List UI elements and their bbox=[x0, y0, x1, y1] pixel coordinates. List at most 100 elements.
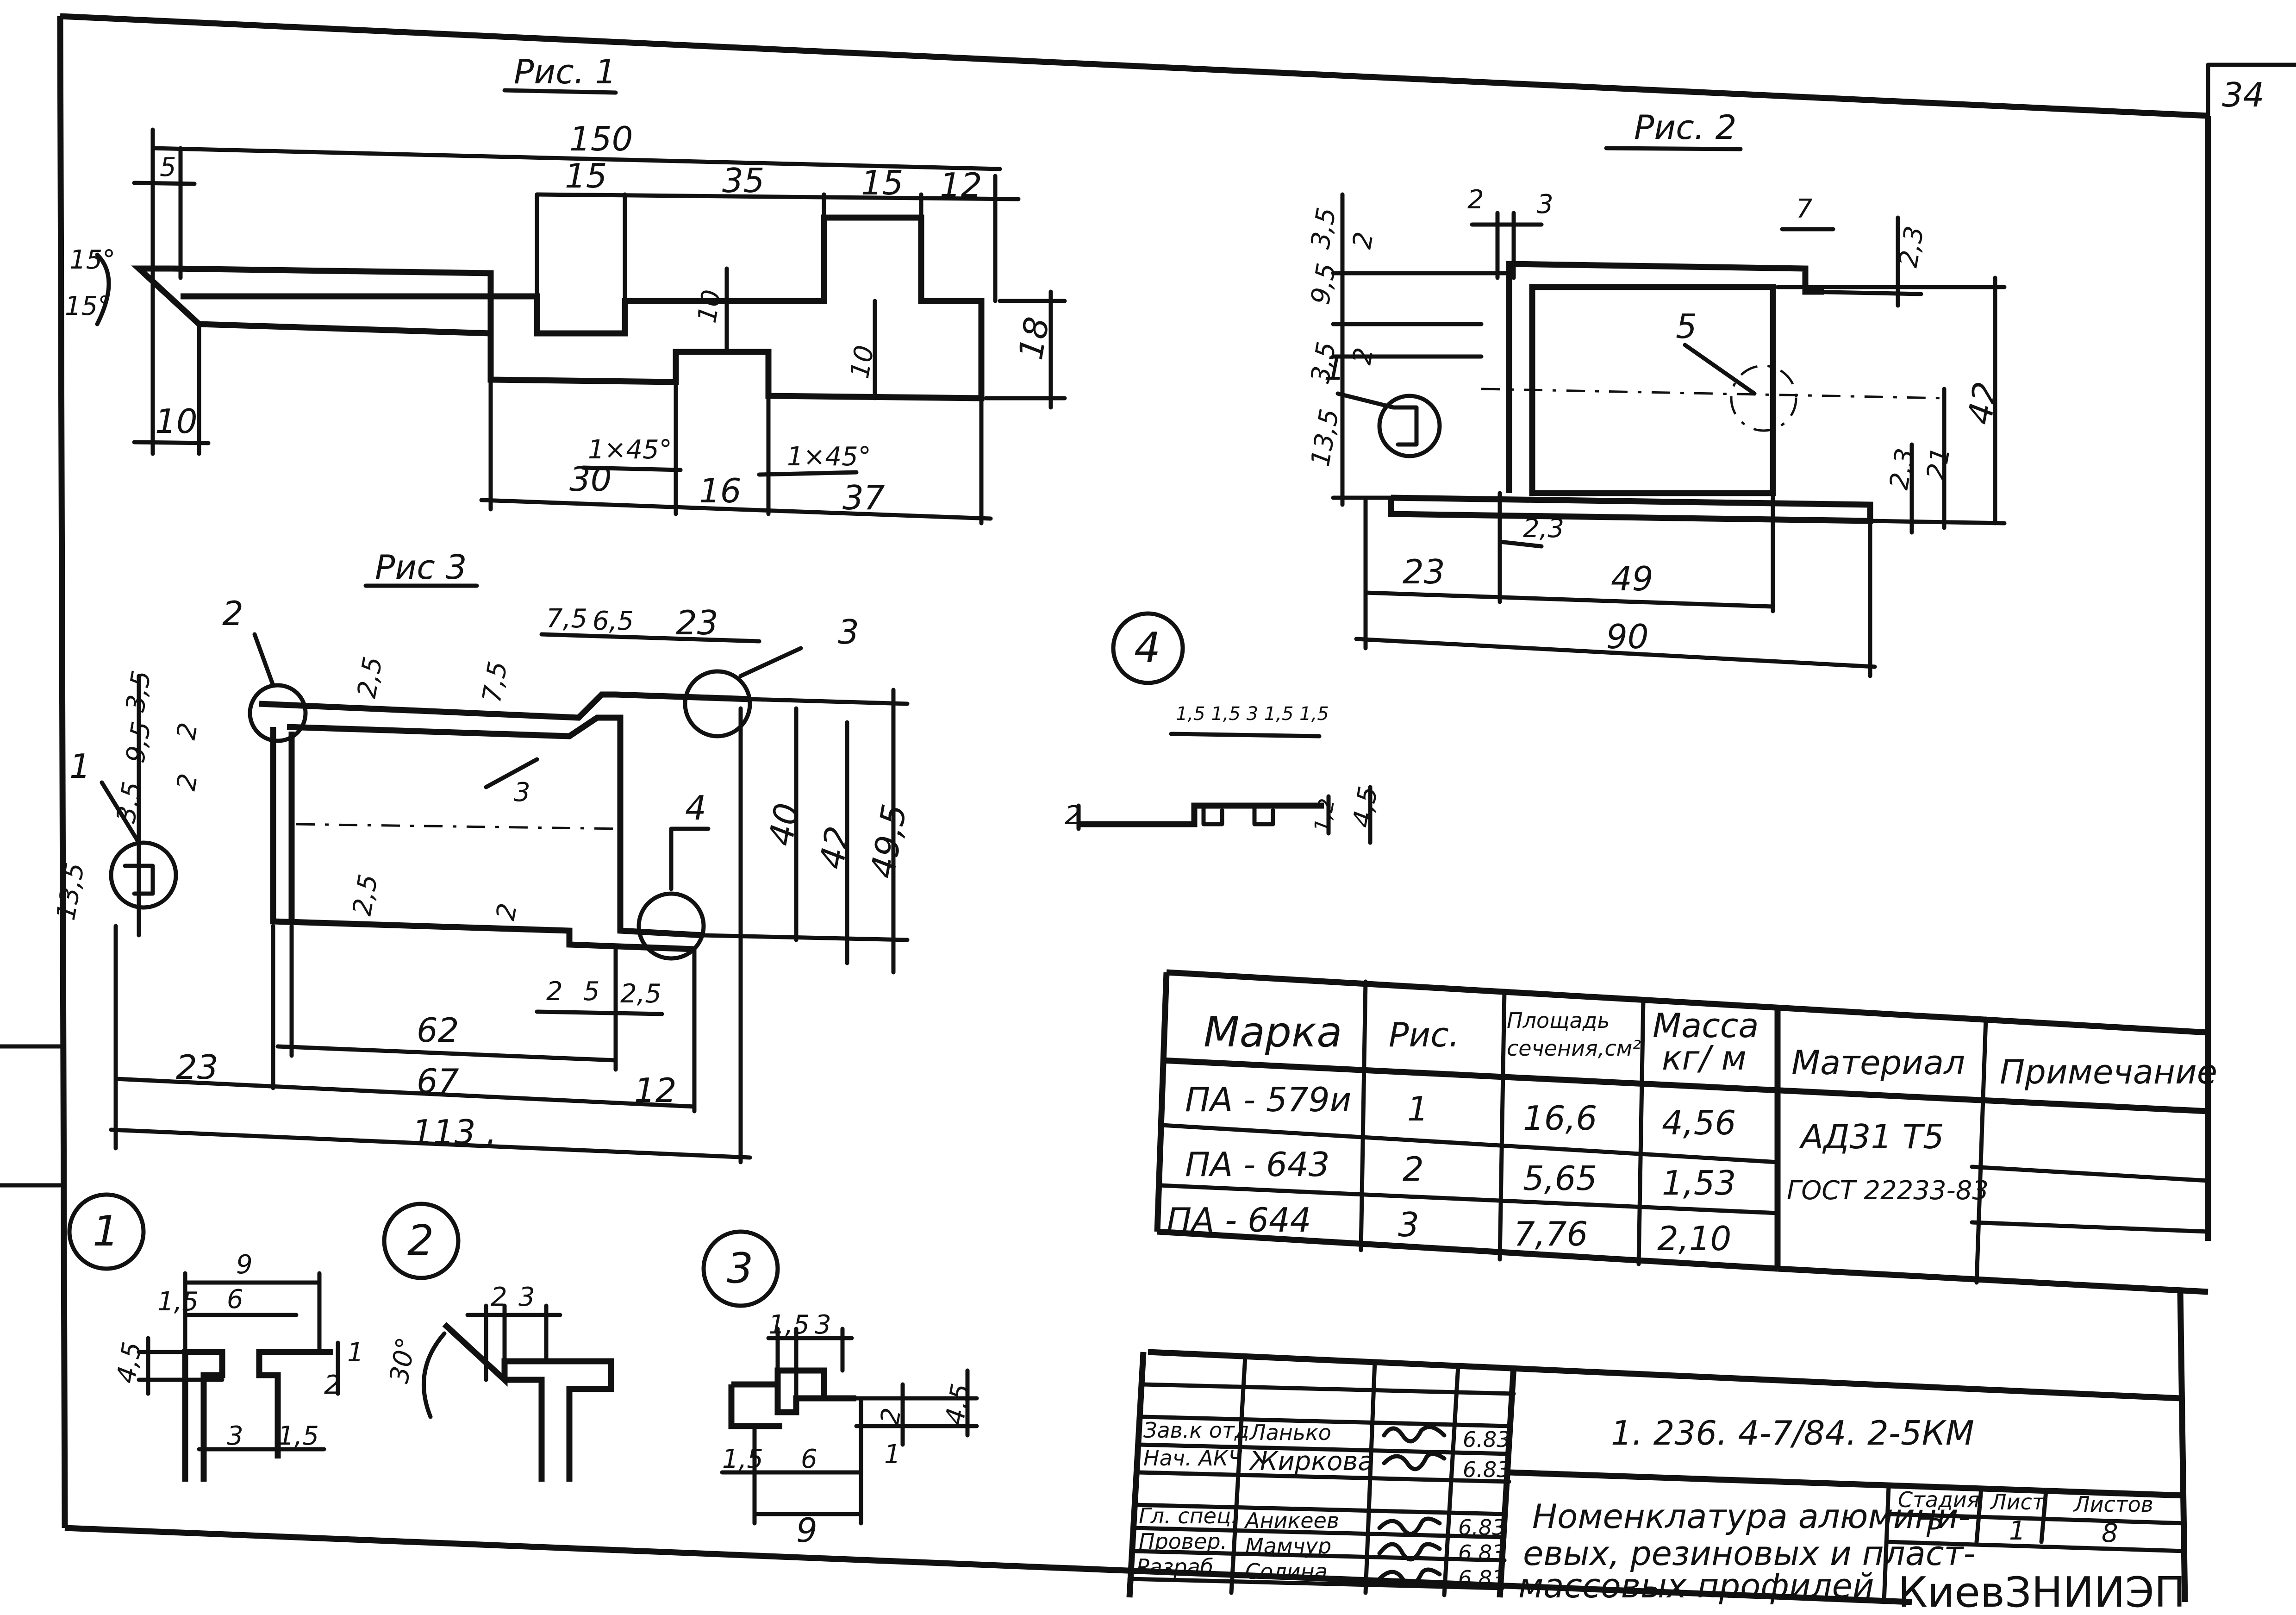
detail-1-d2: 2 bbox=[324, 1370, 341, 1400]
sig-1-role: Зав.к отд bbox=[1143, 1418, 1249, 1443]
sheets-value: 8 bbox=[2102, 1518, 2118, 1548]
fig2-r23b: 2,3 bbox=[1884, 446, 1921, 492]
signature-scribbles bbox=[1377, 1425, 1447, 1587]
detail-4-d45: 4,5 bbox=[1347, 784, 1384, 830]
sheet-label: Лист bbox=[1990, 1490, 2045, 1515]
title-line-1: Номенклатура алюмини- bbox=[1532, 1497, 1970, 1536]
detail-4: 4 1,5 1,5 3 1,5 1,5 2 1,2 4,5 bbox=[1065, 611, 1384, 845]
row-1-mark: ПА - 579и bbox=[1185, 1080, 1351, 1119]
fig3-r495: 49,5 bbox=[863, 801, 914, 881]
fig2-v95: 9,5 bbox=[1305, 261, 1342, 307]
signature-row: Провер. Мамчур 6.83 bbox=[1139, 1529, 1505, 1565]
fig3-t75a: 7,5 bbox=[546, 604, 587, 634]
sig-3-date: 6.83 bbox=[1458, 1515, 1505, 1540]
detail-2: 2 2 3 30° bbox=[382, 1202, 614, 1482]
callout-5: 5 bbox=[1676, 307, 1697, 346]
fig2-dim-2: 2 bbox=[1467, 185, 1484, 215]
dim-35: 35 bbox=[722, 161, 765, 200]
table-row: ПА - 579и 1 16,6 4,56 bbox=[1185, 1080, 1736, 1142]
detail-3-d45: 4,5 bbox=[940, 1381, 976, 1427]
fig3-t75b: 7,5 bbox=[477, 659, 513, 705]
table-header-note: Примечание bbox=[2000, 1052, 2217, 1091]
fig2-v35a: 3,5 bbox=[1305, 205, 1342, 251]
detail-2-label: 2 bbox=[407, 1216, 434, 1265]
detail-1: 1 9 1,5 6 4,5 2 1 3 1,5 bbox=[67, 1192, 364, 1482]
fig3-b25: 2,5 bbox=[347, 872, 384, 918]
fig3-r40: 40 bbox=[761, 800, 807, 849]
detail-3-d9: 9 bbox=[796, 1511, 817, 1550]
fig3-b62: 62 bbox=[417, 1011, 459, 1050]
detail-1-d9: 9 bbox=[236, 1250, 253, 1280]
sig-3-role: Гл. спец. bbox=[1139, 1503, 1238, 1528]
material-line-2: ГОСТ 22233-83 bbox=[1787, 1176, 1989, 1206]
chamfer-1: 1×45° bbox=[588, 435, 672, 465]
table-header-fig: Рис. bbox=[1389, 1015, 1460, 1054]
sig-4-name: Мамчур bbox=[1245, 1534, 1331, 1559]
detail-2-d2: 2 bbox=[491, 1282, 507, 1312]
detail-3-d15b: 1,5 bbox=[722, 1444, 763, 1474]
detail-1-d45: 4,5 bbox=[111, 1340, 148, 1385]
sig-4-role: Провер. bbox=[1139, 1529, 1227, 1554]
fig3-t65: 6,5 bbox=[593, 606, 634, 636]
detail-1-d3: 3 bbox=[227, 1421, 243, 1451]
sig-2-name: Жиркова bbox=[1248, 1446, 1374, 1477]
fig3-l2b: 2 bbox=[171, 771, 204, 793]
detail-1-d6: 6 bbox=[227, 1284, 243, 1315]
dim-10a: 10 bbox=[155, 402, 198, 441]
table-row: ПА - 643 2 5,65 1,53 bbox=[1185, 1145, 1736, 1202]
sheets-label: Листов bbox=[2073, 1492, 2153, 1517]
fig3-b113: 113 . bbox=[412, 1113, 497, 1152]
dim-16: 16 bbox=[699, 471, 742, 510]
sheet-value: 1 bbox=[2009, 1516, 2026, 1546]
material-line-1: АД31 Т5 bbox=[1799, 1117, 1944, 1156]
title-line-3: массовых профилей bbox=[1518, 1566, 1874, 1605]
fig2-dim-3: 3 bbox=[1537, 189, 1554, 219]
dim-10c: 10 bbox=[845, 343, 880, 381]
sig-1-date: 6.83 bbox=[1463, 1427, 1510, 1452]
fig3-b2: 2 bbox=[491, 901, 523, 922]
detail-2-d3: 3 bbox=[518, 1282, 535, 1312]
detail-1-label: 1 bbox=[93, 1207, 119, 1256]
dim-150: 150 bbox=[569, 119, 633, 158]
organization: КиевЗНИИЭП bbox=[1898, 1568, 2185, 1615]
dim-15b: 15 bbox=[861, 163, 904, 202]
detail-3-label: 3 bbox=[727, 1244, 753, 1293]
detail-4-top-dims: 1,5 1,5 3 1,5 1,5 bbox=[1176, 703, 1329, 725]
signature-row: Зав.к отд Ланько 6.83 bbox=[1143, 1418, 1510, 1452]
fig3-i5: 5 bbox=[583, 977, 600, 1007]
fig3-t3: 3 bbox=[514, 777, 530, 808]
fig2-b23: 23 bbox=[1403, 552, 1445, 591]
row-1-fig: 1 bbox=[1407, 1089, 1429, 1128]
row-3-mark: ПА - 644 bbox=[1167, 1201, 1311, 1239]
fig3-b12: 12 bbox=[634, 1071, 677, 1110]
figure-3: Рис 3 1 2 3 4 7,5 6,5 23 7,5 2,5 3 3,5 9… bbox=[51, 548, 914, 1164]
detail-2-angle: 30° bbox=[384, 1335, 422, 1385]
row-1-mass: 4,56 bbox=[1662, 1103, 1736, 1142]
detail-4-d2: 2 bbox=[1065, 801, 1081, 831]
signature-row: Гл. спец. Аникеев 6.83 bbox=[1139, 1503, 1505, 1540]
sig-3-name: Аникеев bbox=[1244, 1508, 1339, 1533]
fig3-i2: 2 bbox=[546, 977, 563, 1007]
row-2-mark: ПА - 643 bbox=[1185, 1145, 1330, 1184]
detail-3-d15: 1,5 bbox=[768, 1310, 810, 1340]
page-number: 34 bbox=[2222, 75, 2265, 114]
figure-1: Рис. 1 150 5 15 35 15 12 15° 15° 10 10 1… bbox=[65, 52, 1067, 526]
dim-10b: 10 bbox=[692, 288, 727, 325]
row-3-area: 7,76 bbox=[1514, 1214, 1588, 1253]
dim-5: 5 bbox=[160, 152, 176, 182]
dim-12: 12 bbox=[940, 166, 982, 205]
row-2-fig: 2 bbox=[1403, 1150, 1424, 1189]
row-3-mass: 2,10 bbox=[1657, 1219, 1731, 1258]
table-header-mark: Марка bbox=[1204, 1008, 1342, 1057]
figure-2: Рис. 2 5 1 2 3 7 3,5 2 9,5 2 3,5 13,5 2,… bbox=[1305, 108, 2007, 678]
dim-30: 30 bbox=[569, 460, 612, 499]
detail-3-d6: 6 bbox=[801, 1444, 817, 1474]
row-3-fig: 3 bbox=[1398, 1205, 1419, 1244]
fig3-t25: 2,5 bbox=[352, 654, 388, 700]
fig3-callout-3: 3 bbox=[838, 613, 859, 651]
table-header-material: Материал bbox=[1791, 1043, 1965, 1082]
